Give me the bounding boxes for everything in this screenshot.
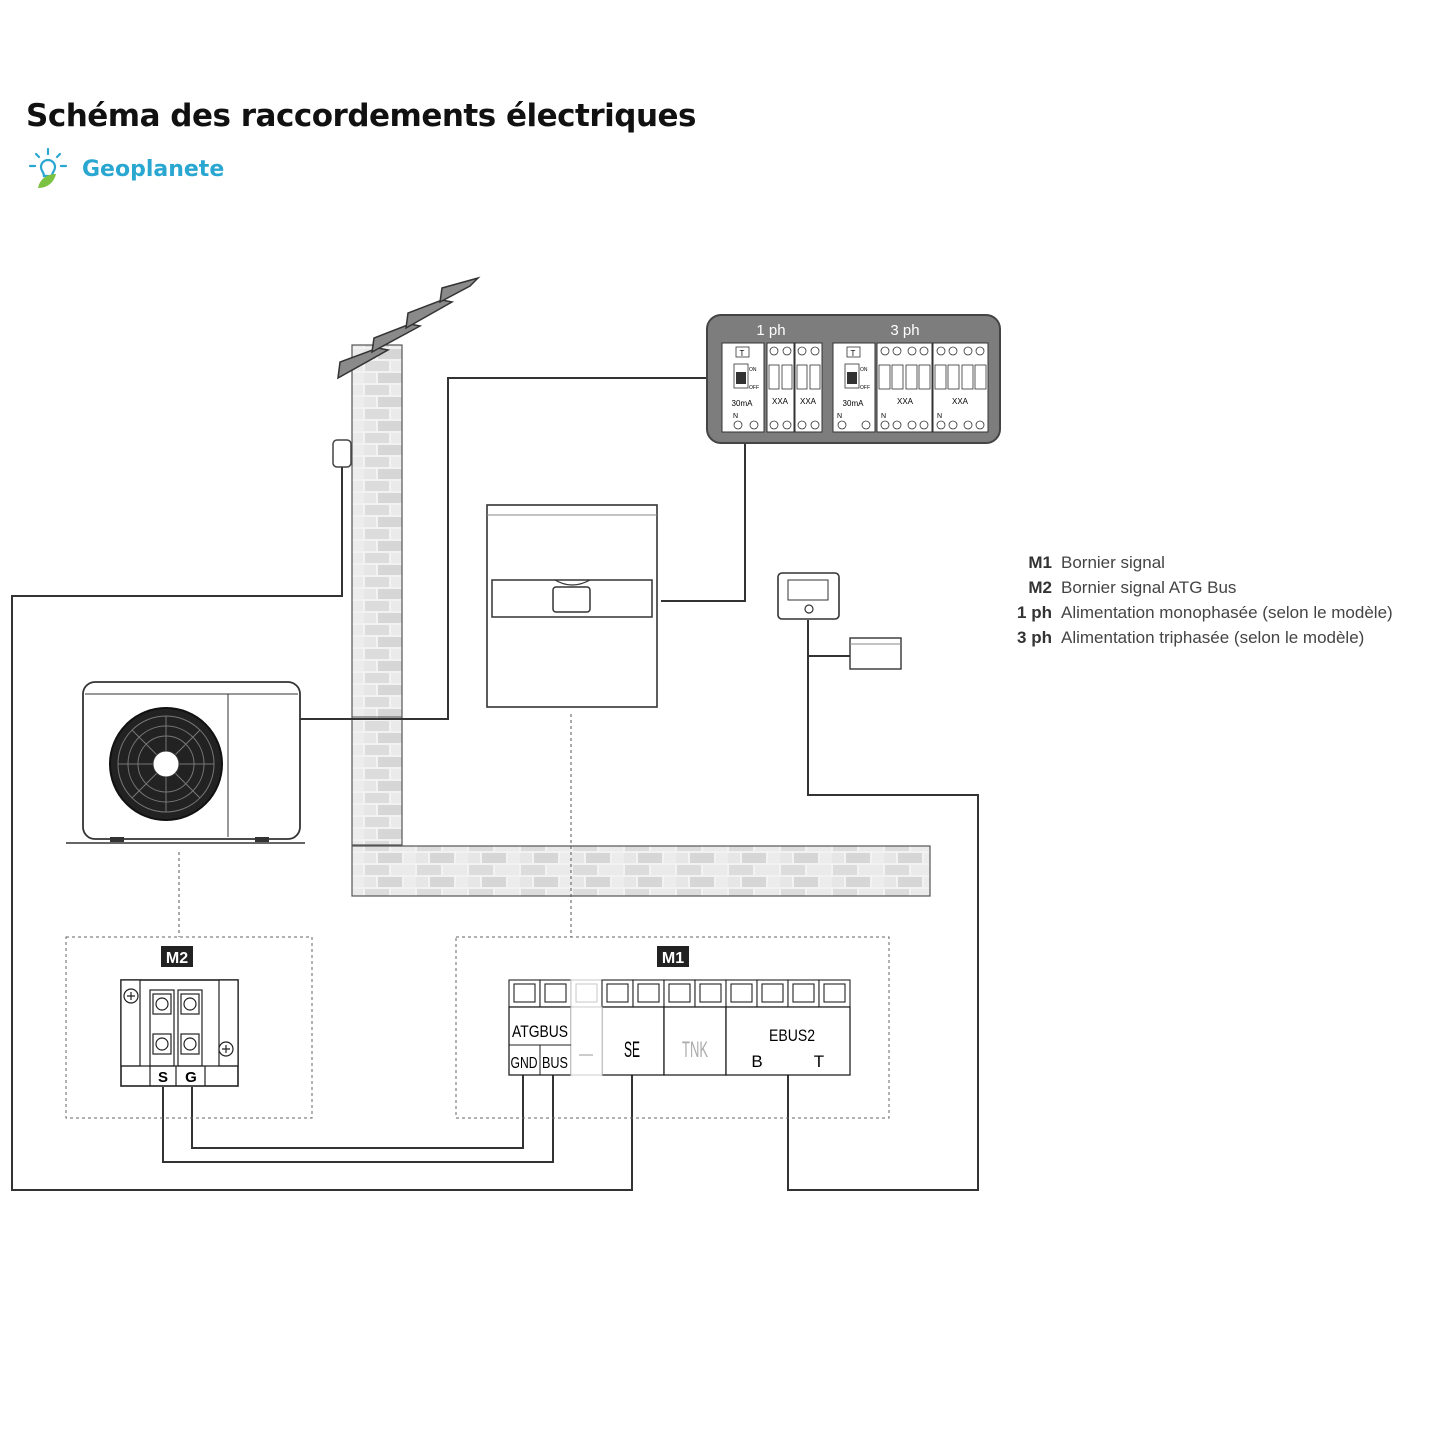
rcd-breaker-3ph: T ON OFF 30mA N — [832, 342, 876, 433]
legend-text: Bornier signal ATG Bus — [1061, 577, 1237, 597]
breaker-rating: XXA — [897, 397, 914, 406]
legend-key: M2 — [1028, 577, 1052, 597]
cable-m2-g-gnd — [191, 1075, 524, 1149]
rcd-rating: 30mA — [843, 399, 865, 408]
legend-text: Alimentation monophasée (selon le modèle… — [1061, 602, 1393, 622]
m2-terminal-s: S — [158, 1069, 168, 1086]
rcd-breaker-1ph: T ON OFF 30mA N — [721, 342, 765, 433]
m2-terminal-g: G — [185, 1069, 197, 1086]
reference-lines — [178, 714, 572, 937]
neutral-label: N — [881, 413, 886, 420]
brand-logo: Geoplanete — [26, 146, 224, 192]
page-title: Schéma des raccordements électriques — [26, 98, 697, 134]
test-label: T — [851, 349, 856, 358]
breaker-rating: XXA — [952, 397, 969, 406]
on-label: ON — [749, 367, 757, 373]
outdoor-sensor — [332, 439, 352, 468]
m2-badge — [161, 946, 193, 967]
legend-item: 3 ph Alimentation triphasée (selon le mo… — [1010, 625, 1393, 650]
legend: M1 Bornier signal M2 Bornier signal ATG … — [1010, 550, 1393, 650]
lightbulb-leaf-icon — [28, 147, 68, 188]
terminal-block-m2: M2 S G — [65, 936, 313, 1119]
neutral-label: N — [937, 413, 942, 420]
m1-terminal-tnk: TNK — [682, 1037, 708, 1062]
m1-badge — [657, 946, 689, 967]
legend-text: Alimentation triphasée (selon le modèle) — [1061, 627, 1365, 647]
cable-outdoor-sensor — [11, 467, 633, 1191]
panel-label-1ph: 1 ph — [756, 322, 785, 339]
terminal-block-m1: M1 ATGBUS GND BUS SE T — [455, 936, 890, 1119]
breaker-1ph-a: XXA — [766, 342, 795, 433]
cable-thermostat — [787, 620, 979, 1191]
m1-group-atgbus: ATGBUS — [512, 1022, 568, 1041]
legend-item: M1 Bornier signal — [1010, 550, 1393, 575]
cable-power-heatpump — [300, 377, 708, 720]
breaker-3ph-a: XXA N — [876, 342, 933, 433]
indoor-unit — [486, 504, 658, 708]
cable-power-indoor — [661, 443, 746, 602]
house-floor-slab — [351, 845, 931, 897]
legend-item: M2 Bornier signal ATG Bus — [1010, 575, 1393, 600]
m1-terminal-se: SE — [624, 1037, 640, 1062]
m1-group-ebus2: EBUS2 — [769, 1026, 815, 1045]
on-label: ON — [860, 367, 868, 373]
legend-key: M1 — [1028, 552, 1052, 572]
house-wall — [351, 344, 403, 846]
neutral-label: N — [837, 413, 842, 420]
breaker-1ph-b: XXA — [794, 342, 823, 433]
m2-badge-label: M2 — [166, 950, 188, 967]
electrical-panel: 1 ph 3 ph T ON OFF 30mA N XXA — [706, 314, 1001, 444]
breaker-rating: XXA — [772, 397, 789, 406]
heat-pump-outdoor-unit — [66, 681, 305, 844]
legend-text: Bornier signal — [1061, 552, 1165, 572]
rcd-rating: 30mA — [732, 399, 754, 408]
legend-key: 1 ph — [1017, 602, 1052, 622]
breaker-3ph-b: XXA N — [932, 342, 989, 433]
legend-item: 1 ph Alimentation monophasée (selon le m… — [1010, 600, 1393, 625]
neutral-label: N — [733, 413, 738, 420]
off-label: OFF — [749, 385, 759, 391]
m1-terminal-b: B — [751, 1052, 762, 1071]
breaker-rating: XXA — [800, 397, 817, 406]
m1-terminal-t: T — [814, 1052, 824, 1071]
thermostat-receiver — [849, 637, 902, 670]
brand-name: Geoplanete — [82, 156, 225, 182]
panel-label-3ph: 3 ph — [890, 322, 919, 339]
off-label: OFF — [860, 385, 870, 391]
m1-terminal-bus: BUS — [542, 1055, 568, 1072]
m1-badge-label: M1 — [662, 950, 684, 967]
room-thermostat — [777, 572, 840, 620]
legend-key: 3 ph — [1017, 627, 1052, 647]
m1-terminal-gnd: GND — [511, 1055, 538, 1072]
test-label: T — [740, 349, 745, 358]
roof-tiles — [337, 276, 481, 380]
